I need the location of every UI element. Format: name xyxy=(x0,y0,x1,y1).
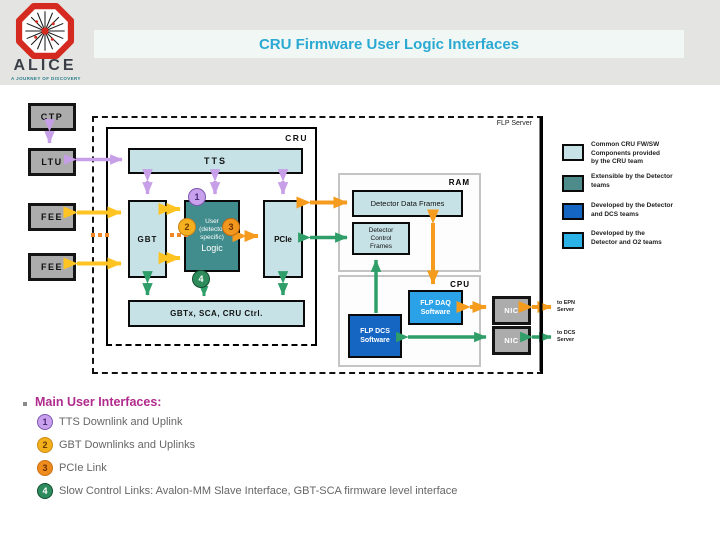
marker-3: 3 xyxy=(222,218,240,236)
badge-2: 2 xyxy=(37,437,53,453)
to-epn-server-label: to EPN Server xyxy=(557,300,601,314)
marker-2: 2 xyxy=(178,218,196,236)
ltu-box: LTU xyxy=(28,148,76,176)
flp-dcs-software-box: FLP DCS Software xyxy=(348,314,402,358)
dcf-line: Frames xyxy=(369,242,393,250)
list-item-pcie: 3 PCIe Link xyxy=(37,459,107,477)
marker-1: 1 xyxy=(188,188,206,206)
fee-bottom-box: FEE xyxy=(28,253,76,281)
to-dcs-server-label: to DCS Server xyxy=(557,330,601,344)
list-item-slow-control: 4 Slow Control Links: Avalon-MM Slave In… xyxy=(37,482,457,500)
list-item-text: PCIe Link xyxy=(59,462,107,474)
detector-control-frames-box: Detector Control Frames xyxy=(352,222,410,255)
list-item-text: TTS Downlink and Uplink xyxy=(59,416,183,428)
dcf-line: Control xyxy=(370,234,392,242)
ctp-box: CTP xyxy=(28,103,76,131)
legend-swatch-detector-o2 xyxy=(562,232,584,249)
legend-swatch-cru-team xyxy=(562,144,584,161)
to-dcs-line: Server xyxy=(557,337,575,343)
user-logic-box: User (detector specific) Logic xyxy=(184,200,240,272)
fee-top-box: FEE xyxy=(28,203,76,231)
legend-line: teams xyxy=(591,181,610,189)
legend-swatch-extensible xyxy=(562,175,584,192)
marker-4: 4 xyxy=(192,270,210,288)
flp-daq-line: Software xyxy=(420,308,451,316)
to-dcs-line: to DCS xyxy=(557,330,576,336)
legend-line: Components provided xyxy=(591,149,660,157)
legend-line: Common CRU FW/SW xyxy=(591,141,660,148)
badge-1: 1 xyxy=(37,414,53,430)
legend-swatch-detector-dcs xyxy=(562,203,584,220)
legend-line: Developed by the xyxy=(591,230,645,237)
pcie-box: PCIe xyxy=(263,200,303,278)
gbt-box: GBT xyxy=(128,200,167,278)
logo-wordmark: ALICE xyxy=(13,57,77,74)
legend-line: Detector and O2 teams xyxy=(591,238,662,246)
legend-label-detector-dcs: Developed by the Detector and DCS teams xyxy=(591,202,686,219)
legend-label-cru-team: Common CRU FW/SW Components provided by … xyxy=(591,141,686,167)
cpu-label: CPU xyxy=(450,280,470,289)
list-item-text: GBT Downlinks and Uplinks xyxy=(59,439,196,451)
dcf-line: Detector xyxy=(368,226,394,234)
legend-line: Developed by the Detector xyxy=(591,202,673,209)
list-item-text: Slow Control Links: Avalon-MM Slave Inte… xyxy=(59,485,458,497)
user-logic-line: Logic xyxy=(201,243,223,253)
legend-line: Extensible by the Detector xyxy=(591,173,673,180)
flp-dcs-line: Software xyxy=(360,337,390,344)
gbtx-sca-cru-ctrl-box: GBTx, SCA, CRU Ctrl. xyxy=(128,300,305,327)
legend-label-detector-o2: Developed by the Detector and O2 teams xyxy=(591,230,686,247)
badge-3: 3 xyxy=(37,460,53,476)
badge-4: 4 xyxy=(37,483,53,499)
legend-line: and DCS teams xyxy=(591,210,639,218)
nic-top-box: NIC xyxy=(492,296,531,325)
flp-daq-software-box: FLP DAQ Software xyxy=(408,290,463,325)
detector-data-frames-box: Detector Data Frames xyxy=(352,190,463,217)
logo-tagline: A JOURNEY OF DISCOVERY xyxy=(11,76,81,81)
legend-label-extensible: Extensible by the Detector teams xyxy=(591,173,686,190)
slide-title: CRU Firmware User Logic Interfaces xyxy=(258,35,520,53)
flp-dcs-line: FLP DCS xyxy=(360,328,390,335)
to-epn-line: Server xyxy=(557,307,575,313)
main-user-interfaces-heading: Main User Interfaces: xyxy=(35,395,162,409)
alice-logo-icon xyxy=(15,3,75,59)
slide-title-bar: CRU Firmware User Logic Interfaces xyxy=(94,30,684,58)
tts-box: TTS xyxy=(128,148,303,174)
list-item-tts: 1 TTS Downlink and Uplink xyxy=(37,413,183,431)
flp-server-label: FLP Server xyxy=(496,120,532,127)
nic-bottom-box: NIC xyxy=(492,326,531,355)
user-logic-line: User xyxy=(205,218,219,225)
legend-line: by the CRU team xyxy=(591,158,644,165)
heading-bullet xyxy=(23,402,27,406)
to-epn-line: to EPN xyxy=(557,300,576,306)
user-logic-line: specific) xyxy=(200,234,224,241)
list-item-gbt: 2 GBT Downlinks and Uplinks xyxy=(37,436,195,454)
ram-label: RAM xyxy=(448,178,470,187)
flp-daq-line: FLP DAQ xyxy=(420,299,451,307)
user-logic-line: (detector xyxy=(199,226,225,233)
cru-label: CRU xyxy=(285,133,308,143)
